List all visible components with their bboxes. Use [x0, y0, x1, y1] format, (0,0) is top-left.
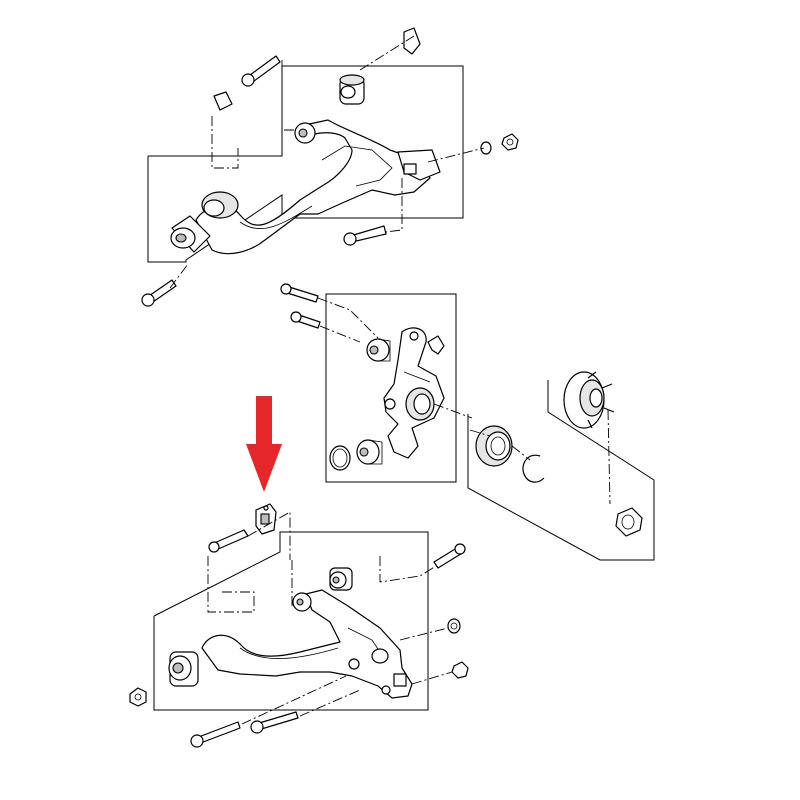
lower-arm-mount	[393, 673, 407, 687]
lower-bolt-bottom-short	[250, 711, 299, 734]
knuckle-bushing-lower	[356, 439, 383, 465]
lower-control-arm-group	[129, 503, 469, 748]
upper-control-arm-group	[141, 27, 519, 307]
upper-bushing-outer	[170, 215, 211, 253]
lower-nut-right	[451, 661, 469, 679]
arrow-shaft	[256, 396, 272, 444]
arrow-head	[246, 444, 282, 492]
knuckle-bolt-upper	[280, 283, 319, 303]
lower-bushing-top	[329, 567, 353, 591]
upper-nut	[501, 133, 519, 151]
upper-control-arm	[195, 119, 431, 255]
lower-control-arm	[201, 589, 413, 699]
lower-bushing-mid	[292, 592, 312, 612]
wheel-hub	[563, 371, 615, 429]
bracket-slot	[403, 163, 417, 175]
knuckle-clip	[427, 335, 445, 355]
knuckle-group	[280, 283, 473, 483]
lower-bolt-top-left	[208, 529, 249, 553]
knuckle-bolt-lower	[290, 311, 321, 329]
hub-group-outline	[467, 380, 655, 561]
red-arrow-indicator	[246, 396, 282, 492]
lower-bolt-bottom-long	[190, 721, 241, 748]
lower-bolt-top-right	[433, 543, 466, 569]
hub-bearing	[475, 425, 513, 467]
lower-nut-left	[129, 687, 147, 707]
lower-spacer	[348, 658, 360, 670]
lower-bushing-outer	[168, 651, 199, 687]
knuckle-bushing-upper	[366, 338, 391, 362]
upper-bolt-bottom	[343, 225, 387, 246]
upper-washer	[480, 141, 492, 155]
lower-group-outline	[153, 531, 429, 711]
upper-clip-top	[403, 27, 421, 55]
hub-circlip	[522, 454, 545, 483]
knuckle-group-outline	[325, 293, 457, 483]
upper-bushing-large	[201, 191, 239, 219]
knuckle-seal-ring	[329, 445, 351, 471]
hub-nut	[615, 507, 643, 537]
upper-bolt-top	[241, 55, 281, 87]
upper-bushing-top	[339, 74, 365, 105]
upper-bushing-mid	[294, 122, 316, 144]
upper-clip-left	[213, 91, 233, 111]
upper-bolt-lower	[141, 279, 177, 307]
lower-washer	[447, 618, 461, 634]
hub-bearing-group	[467, 371, 655, 561]
sensor-bracket[interactable]	[255, 503, 277, 535]
